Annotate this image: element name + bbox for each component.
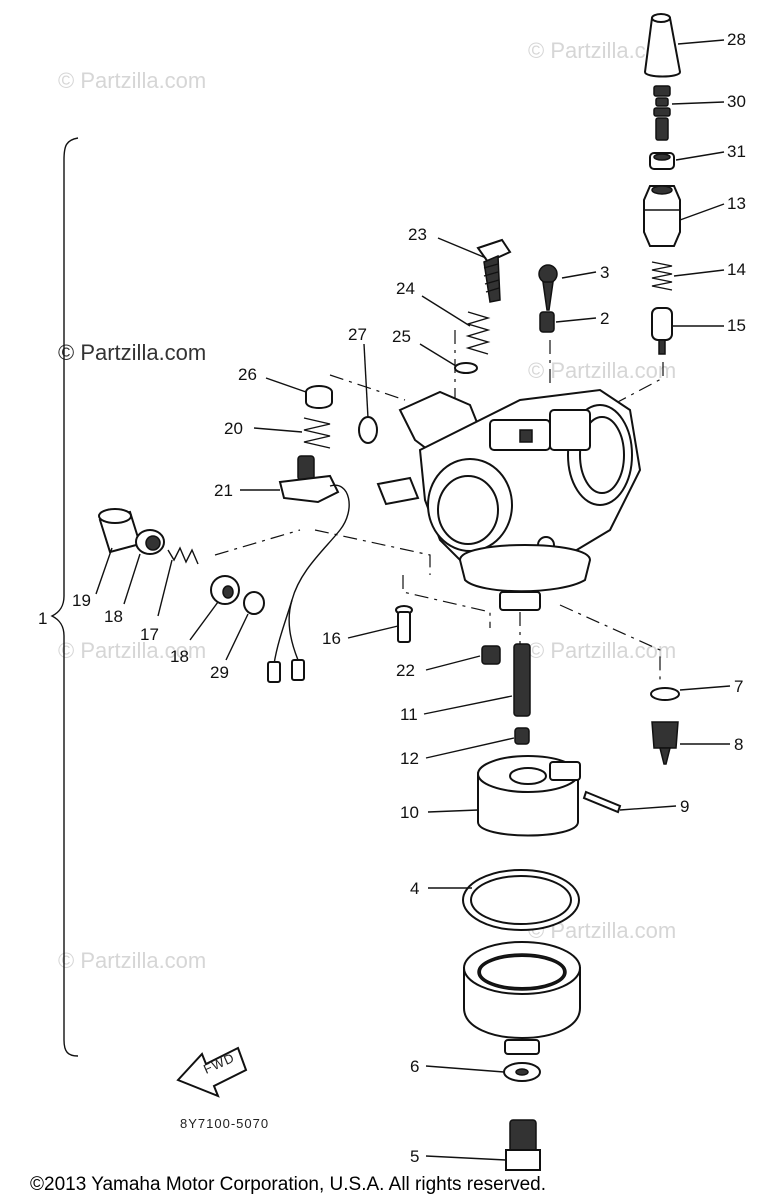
part-21-sensor — [267, 455, 350, 683]
callout-10: 10 — [400, 803, 419, 822]
part-3-screw — [538, 264, 558, 311]
callout-18b: 18 — [170, 647, 189, 666]
part-17-spring — [167, 546, 199, 565]
part-15-plunger — [651, 307, 673, 355]
callout-labels: 28 30 31 13 14 15 23 3 2 24 25 27 26 20 … — [38, 30, 746, 1166]
assembly-bracket — [50, 137, 79, 1057]
part-19-cap — [98, 508, 142, 554]
callout-19: 19 — [72, 591, 91, 610]
callout-29: 29 — [210, 663, 229, 682]
callout-11: 11 — [400, 705, 418, 724]
part-8-valve — [651, 721, 679, 765]
part-14-spring — [651, 261, 673, 291]
part-10-float — [477, 755, 581, 837]
callout-26: 26 — [238, 365, 257, 384]
part-24-spring — [465, 311, 491, 355]
part-18-grommet — [210, 575, 240, 605]
fwd-arrow: FWD — [176, 1046, 248, 1098]
callout-13: 13 — [727, 194, 746, 213]
watermark: © Partzilla.com — [58, 638, 206, 663]
part-28-top — [651, 13, 671, 23]
part-5-plug — [505, 1119, 541, 1171]
callout-23: 23 — [408, 225, 427, 244]
callout-3: 3 — [600, 263, 609, 282]
part-25-oring — [454, 362, 478, 374]
callout-20: 20 — [224, 419, 243, 438]
part-28-cap — [643, 17, 682, 78]
part-23-screw — [476, 238, 512, 303]
part-20-spring — [303, 417, 331, 449]
callout-24: 24 — [396, 279, 415, 298]
watermark: © Partzilla.com — [58, 68, 206, 93]
callout-16: 16 — [322, 629, 341, 648]
callout-22: 22 — [396, 661, 415, 680]
copyright-notice: ©2013 Yamaha Motor Corporation, U.S.A. A… — [30, 1174, 546, 1195]
part-7-washer — [650, 687, 680, 701]
drawing-code: 8Y7100-5070 — [180, 1116, 269, 1131]
part-16-screw — [395, 605, 413, 643]
callout-30: 30 — [727, 92, 746, 111]
callout-5: 5 — [410, 1147, 419, 1166]
callout-2: 2 — [600, 309, 609, 328]
callout-12: 12 — [400, 749, 419, 768]
callout-15: 15 — [727, 316, 746, 335]
part-11-jet — [513, 643, 531, 717]
callout-17: 17 — [140, 625, 159, 644]
part-29-washer — [243, 591, 265, 615]
watermark: © Partzilla.com — [528, 358, 676, 383]
part-30-fitting — [653, 85, 671, 141]
part-13-cap — [643, 185, 681, 247]
part-12-jet — [514, 727, 530, 745]
float-bowl — [463, 941, 581, 1055]
callout-27: 27 — [348, 325, 367, 344]
callout-14: 14 — [727, 260, 746, 279]
callout-4: 4 — [410, 879, 419, 898]
part-22-plug — [481, 645, 501, 665]
callout-9: 9 — [680, 797, 689, 816]
callout-6: 6 — [410, 1057, 419, 1076]
callout-28: 28 — [727, 30, 746, 49]
callout-25: 25 — [392, 327, 411, 346]
watermark: © Partzilla.com — [528, 638, 676, 663]
carburetor-body — [376, 388, 642, 611]
callout-31: 31 — [727, 142, 746, 161]
part-6-washer — [503, 1062, 541, 1082]
part-4-gasket — [462, 869, 580, 931]
callout-21: 21 — [214, 481, 233, 500]
watermark-dark: © Partzilla.com — [58, 340, 206, 365]
part-18-sleeve — [135, 529, 165, 555]
callout-7: 7 — [734, 677, 743, 696]
part-27-washer — [358, 416, 378, 444]
callout-8: 8 — [734, 735, 743, 754]
part-31-nut — [649, 152, 675, 170]
callout-1: 1 — [38, 609, 47, 628]
part-26-cap — [305, 385, 333, 409]
part-2-spring — [539, 311, 555, 333]
watermark: © Partzilla.com — [58, 948, 206, 973]
part-9-pin — [582, 790, 622, 814]
leader-lines — [95, 39, 731, 1161]
callout-18: 18 — [104, 607, 123, 626]
